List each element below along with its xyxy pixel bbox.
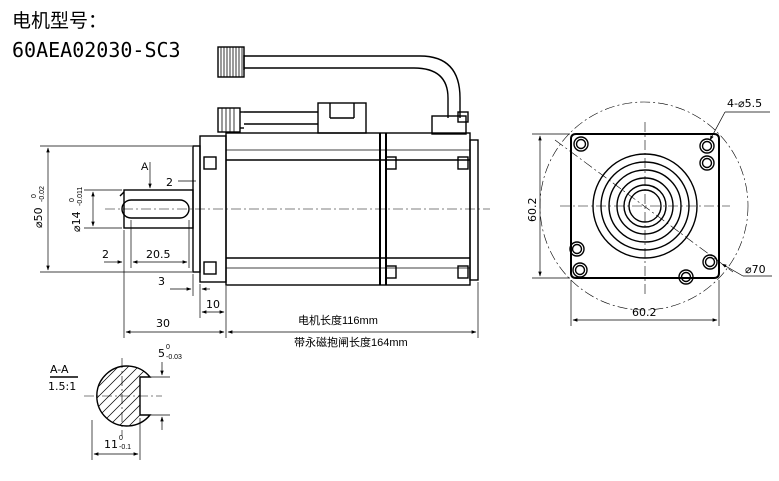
dim-keyway-offset-value: 2 (166, 176, 173, 189)
motor-length-note: 电机长度116mm (298, 313, 378, 327)
motor-front-view: 4-⌀5.5 60.2 60.2 ⌀70 (526, 97, 772, 326)
dim-flange-thickness-value: 10 (206, 298, 220, 311)
brake-length-note: 带永磁抱闸长度164mm (294, 335, 408, 349)
section-title: A-A (50, 363, 69, 376)
dim-key-depth: 11 0 -0.1 (91, 418, 141, 460)
svg-text:-0.1: -0.1 (119, 444, 131, 451)
dim-shaft-diameter: ⌀14 0 -0.011 (69, 187, 122, 232)
section-a-a: A-A 1.5:1 5 0 -0.03 (48, 344, 182, 460)
mounting-holes (569, 136, 718, 285)
model-code: 60AEA02030-SC3 (12, 38, 181, 62)
motor-side-view: A 2 ⌀50 0 -0.02 ⌀14 (31, 46, 490, 349)
dim-keyway-offset: 2 (166, 176, 201, 189)
front-width-value: 60.2 (632, 306, 657, 319)
section-hatch (96, 366, 150, 426)
front-height-value: 60.2 (526, 198, 539, 223)
svg-text:0: 0 (31, 194, 38, 198)
dim-key-width: 5 0 -0.03 (150, 344, 182, 430)
dim-shaft-length-value: 30 (156, 317, 170, 330)
encoder-connector (217, 46, 245, 78)
front-flange-outline (570, 133, 720, 279)
svg-text:-0.011: -0.011 (77, 187, 84, 206)
svg-text:0: 0 (166, 344, 170, 351)
dim-flange-diameter: ⌀50 0 -0.02 (31, 145, 192, 273)
svg-text:⌀14: ⌀14 (70, 211, 83, 232)
section-marker: A (141, 161, 152, 189)
svg-text:⌀50: ⌀50 (32, 207, 45, 228)
section-marker-label: A (141, 161, 149, 173)
dim-shaft-length: 30 (125, 317, 225, 334)
dim-flange-thickness: 10 (199, 284, 227, 338)
svg-text:0: 0 (119, 435, 123, 442)
key-depth-value: 11 (104, 438, 118, 451)
dim-front-width: 60.2 (570, 280, 720, 326)
dim-shaft-diameter-value: ⌀14 (70, 211, 83, 232)
section-scale: 1.5:1 (48, 380, 76, 393)
svg-text:-0.02: -0.02 (39, 186, 46, 202)
holes-note-value: 4-⌀5.5 (727, 97, 762, 110)
dim-key-length: 2 20.5 (102, 220, 190, 338)
svg-text:0: 0 (69, 198, 76, 202)
key-width-value: 5 (158, 347, 165, 360)
encoder-cable (244, 55, 461, 118)
svg-text:-0.03: -0.03 (166, 354, 182, 361)
dim-front-height: 60.2 (526, 133, 570, 279)
dim-body-length: 电机长度116mm 带永磁抱闸长度164mm (227, 282, 479, 349)
power-connector (217, 102, 367, 134)
dim-spigot-height: 3 (158, 274, 210, 296)
dim-flange-diameter-value: ⌀50 (32, 207, 45, 228)
cable-gland (431, 115, 467, 135)
dim-spigot-height-value: 3 (158, 275, 165, 288)
dim-key-start-value: 2 (102, 248, 109, 261)
model-label: 电机型号： (12, 11, 108, 32)
pcd-value: ⌀70 (745, 263, 766, 276)
motor-body (225, 132, 479, 286)
dim-pcd: ⌀70 (721, 263, 772, 277)
dim-key-length-value: 20.5 (146, 248, 171, 261)
dim-holes-note: 4-⌀5.5 (709, 97, 770, 141)
section-outline (96, 365, 152, 427)
